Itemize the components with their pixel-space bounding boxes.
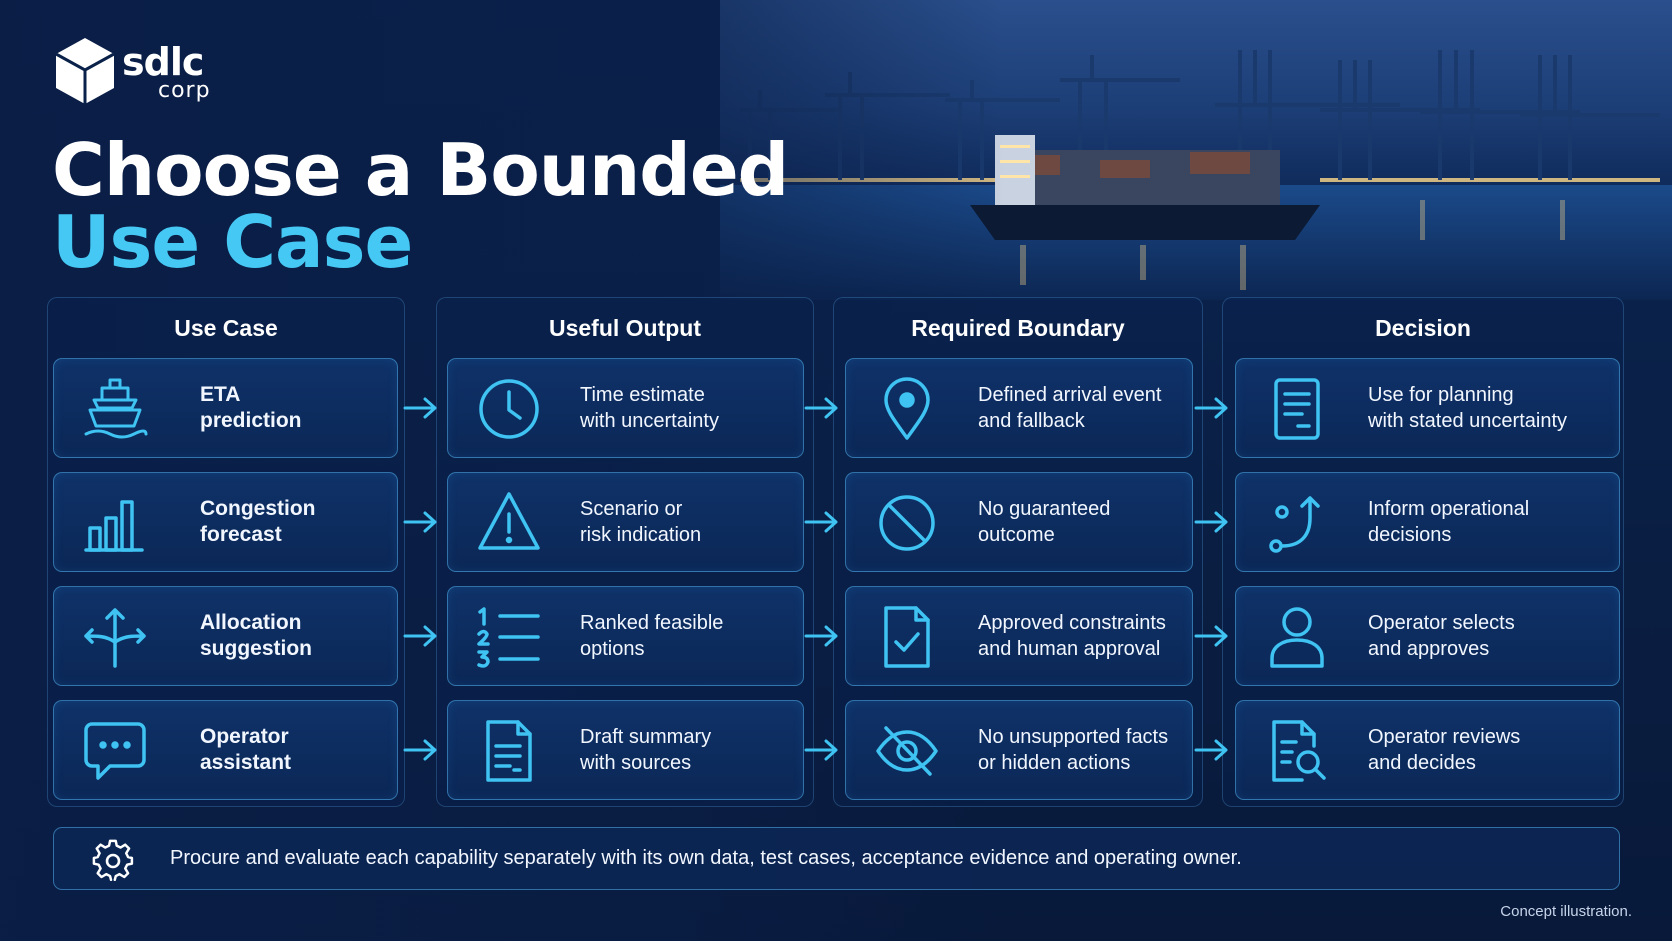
arrow-right-icon bbox=[1194, 624, 1230, 648]
column-header-useful-output: Useful Output bbox=[548, 315, 702, 341]
decision-label-line-1: Operator reviews bbox=[1368, 726, 1521, 748]
use-case-label-line-2: forecast bbox=[200, 523, 282, 546]
output-label-line-2: with uncertainty bbox=[580, 410, 719, 432]
use-case-cell-eta: ETA prediction bbox=[53, 358, 398, 458]
output-label-line-2: with sources bbox=[580, 752, 692, 774]
title-line-2: Use Case bbox=[52, 200, 413, 284]
page-title: Choose a Bounded Use Case bbox=[52, 128, 789, 284]
brand-subtext: corp bbox=[158, 78, 211, 103]
boundary-label-line-1: Defined arrival event bbox=[978, 384, 1162, 406]
decision-label-line-2: with stated uncertainty bbox=[1368, 410, 1567, 432]
route-icon bbox=[1262, 488, 1332, 558]
decision-label-line-2: and decides bbox=[1368, 752, 1476, 774]
output-label-line-1: Draft summary bbox=[580, 726, 712, 748]
column-header-decision: Decision bbox=[1375, 315, 1471, 341]
document-search-icon bbox=[1262, 716, 1332, 786]
decision-cell-assistant: Operator reviews and decides bbox=[1235, 700, 1620, 800]
arrow-right-icon bbox=[403, 624, 439, 648]
arrow-right-icon bbox=[804, 396, 840, 420]
prohibited-icon bbox=[872, 488, 942, 558]
output-cell-assistant: Draft summary with sources bbox=[447, 700, 804, 800]
brand-logo: sdlc corp bbox=[54, 36, 218, 106]
use-case-label-line-1: Operator bbox=[200, 725, 289, 748]
arrow-right-icon bbox=[1194, 510, 1230, 534]
bar-chart-icon bbox=[80, 488, 150, 558]
output-cell-congestion: Scenario or risk indication bbox=[447, 472, 804, 572]
arrow-right-icon bbox=[804, 624, 840, 648]
cube-logo-icon bbox=[55, 38, 115, 104]
user-icon bbox=[1262, 602, 1332, 672]
footer-text: Procure and evaluate each capability sep… bbox=[170, 847, 1242, 869]
decision-label-line-2: decisions bbox=[1368, 524, 1452, 546]
use-case-cell-allocation: Allocation suggestion bbox=[53, 586, 398, 686]
checklist-document-icon bbox=[872, 602, 942, 672]
output-label-line-1: Scenario or bbox=[580, 498, 683, 520]
output-label-line-1: Time estimate bbox=[580, 384, 705, 406]
brand-wordmark: sdlc bbox=[122, 40, 204, 84]
output-label-line-2: risk indication bbox=[580, 524, 702, 546]
arrow-right-icon bbox=[403, 738, 439, 762]
arrow-right-icon bbox=[804, 738, 840, 762]
decision-cell-allocation: Operator selects and approves bbox=[1235, 586, 1620, 686]
output-cell-allocation: Ranked feasible options bbox=[447, 586, 804, 686]
warning-icon bbox=[474, 488, 544, 558]
boundary-cell-congestion: No guaranteed outcome bbox=[845, 472, 1193, 572]
arrow-right-icon bbox=[1194, 396, 1230, 420]
decision-cell-congestion: Inform operational decisions bbox=[1235, 472, 1620, 572]
boundary-cell-eta: Defined arrival event and fallback bbox=[845, 358, 1193, 458]
decision-label-line-1: Use for planning bbox=[1368, 384, 1514, 406]
arrow-right-icon bbox=[403, 510, 439, 534]
column-header-required-boundary: Required Boundary bbox=[911, 315, 1125, 341]
footer-note: Procure and evaluate each capability sep… bbox=[53, 827, 1620, 890]
output-label-line-2: options bbox=[580, 638, 645, 660]
decision-label-line-1: Operator selects bbox=[1368, 612, 1515, 634]
use-case-cell-congestion: Congestion forecast bbox=[53, 472, 398, 572]
decision-label-line-1: Inform operational bbox=[1368, 498, 1530, 520]
boundary-label-line-1: No guaranteed bbox=[978, 498, 1111, 520]
document-icon bbox=[1262, 374, 1332, 444]
summary-document-icon bbox=[474, 716, 544, 786]
gear-icon bbox=[92, 839, 134, 881]
harbor-background-image bbox=[720, 0, 1672, 300]
ship-icon bbox=[80, 374, 150, 444]
boundary-label-line-1: Approved constraints bbox=[978, 612, 1166, 634]
boundary-label-line-1: No unsupported facts bbox=[978, 726, 1169, 748]
use-case-label-line-2: prediction bbox=[200, 409, 302, 432]
title-line-1: Choose a Bounded bbox=[52, 128, 789, 212]
decision-cell-eta: Use for planning with stated uncertainty bbox=[1235, 358, 1620, 458]
boundary-cell-assistant: No unsupported facts or hidden actions bbox=[845, 700, 1193, 800]
use-case-label-line-1: Congestion bbox=[200, 497, 316, 520]
boundary-label-line-2: and human approval bbox=[978, 638, 1161, 660]
use-case-label-line-2: suggestion bbox=[200, 637, 313, 660]
chat-bubble-icon bbox=[80, 716, 150, 786]
boundary-label-line-2: and fallback bbox=[978, 410, 1085, 432]
caption: Concept illustration. bbox=[1500, 903, 1632, 920]
decision-label-line-2: and approves bbox=[1368, 638, 1490, 660]
clock-icon bbox=[474, 374, 544, 444]
arrow-right-icon bbox=[804, 510, 840, 534]
arrow-right-icon bbox=[1194, 738, 1230, 762]
hidden-eye-icon bbox=[872, 716, 942, 786]
output-label-line-1: Ranked feasible bbox=[580, 612, 724, 634]
boundary-label-line-2: outcome bbox=[978, 524, 1055, 546]
use-case-cell-assistant: Operator assistant bbox=[53, 700, 398, 800]
column-header-use-case: Use Case bbox=[174, 315, 278, 341]
boundary-cell-allocation: Approved constraints and human approval bbox=[845, 586, 1193, 686]
numbered-list-icon bbox=[474, 602, 544, 672]
use-case-label-line-2: assistant bbox=[200, 751, 292, 774]
boundary-label-line-2: or hidden actions bbox=[978, 752, 1131, 774]
use-case-label-line-1: Allocation bbox=[200, 611, 302, 634]
split-arrows-icon bbox=[80, 602, 150, 672]
output-cell-eta: Time estimate with uncertainty bbox=[447, 358, 804, 458]
use-case-label-line-1: ETA bbox=[200, 383, 241, 406]
location-pin-icon bbox=[872, 374, 942, 444]
arrow-right-icon bbox=[403, 396, 439, 420]
